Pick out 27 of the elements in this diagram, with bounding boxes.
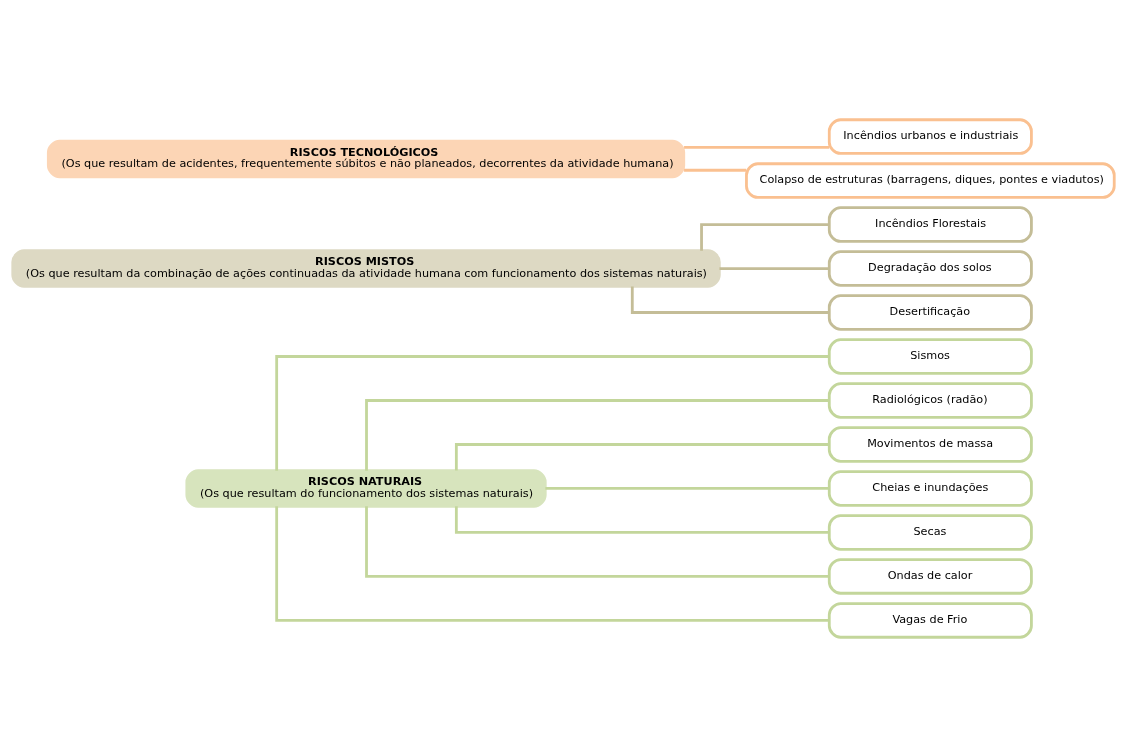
connector xyxy=(630,285,829,314)
node-box: Secas xyxy=(827,513,1033,551)
node-box: Ondas de calor xyxy=(827,557,1033,595)
connector xyxy=(684,168,747,172)
connector xyxy=(365,505,830,578)
connector xyxy=(275,354,829,471)
node-box: Movimentos de massa xyxy=(827,425,1033,463)
connector xyxy=(700,222,829,251)
node-box: RISCOS TECNOLÓGICOS (Os que resultam de acidentes, frequentemente súbitos e não planeados, decorrentes da atividade humana) xyxy=(46,139,686,178)
node-box: Radiológicos (radão) xyxy=(827,381,1033,419)
node-box: Cheias e inundações xyxy=(827,469,1033,507)
node-box: Colapso de estruturas (barragens, diques, pontes e viadutos) xyxy=(745,161,1116,199)
node-box: Incêndios Florestais xyxy=(827,205,1033,243)
node-box: Desertificação xyxy=(827,293,1033,331)
node-box: RISCOS NATURAIS (Os que resultam do funcionamento dos sistemas naturais) xyxy=(185,468,547,508)
node-box: Incêndios urbanos e industriais xyxy=(827,117,1033,155)
node-box: RISCOS MISTOS (Os que resultam da combinação de ações continuadas da atividade humana com funcionamento dos sistemas naturais) xyxy=(11,248,721,288)
node-box: Vagas de Frio xyxy=(827,601,1033,639)
connector xyxy=(275,505,829,622)
connector xyxy=(545,486,830,490)
node-box: Degradação dos solos xyxy=(827,249,1033,287)
connector xyxy=(719,266,830,270)
connector xyxy=(684,145,830,149)
connector xyxy=(454,442,830,471)
node-box: Sismos xyxy=(827,337,1033,375)
connector xyxy=(454,505,830,534)
connector xyxy=(365,398,830,471)
